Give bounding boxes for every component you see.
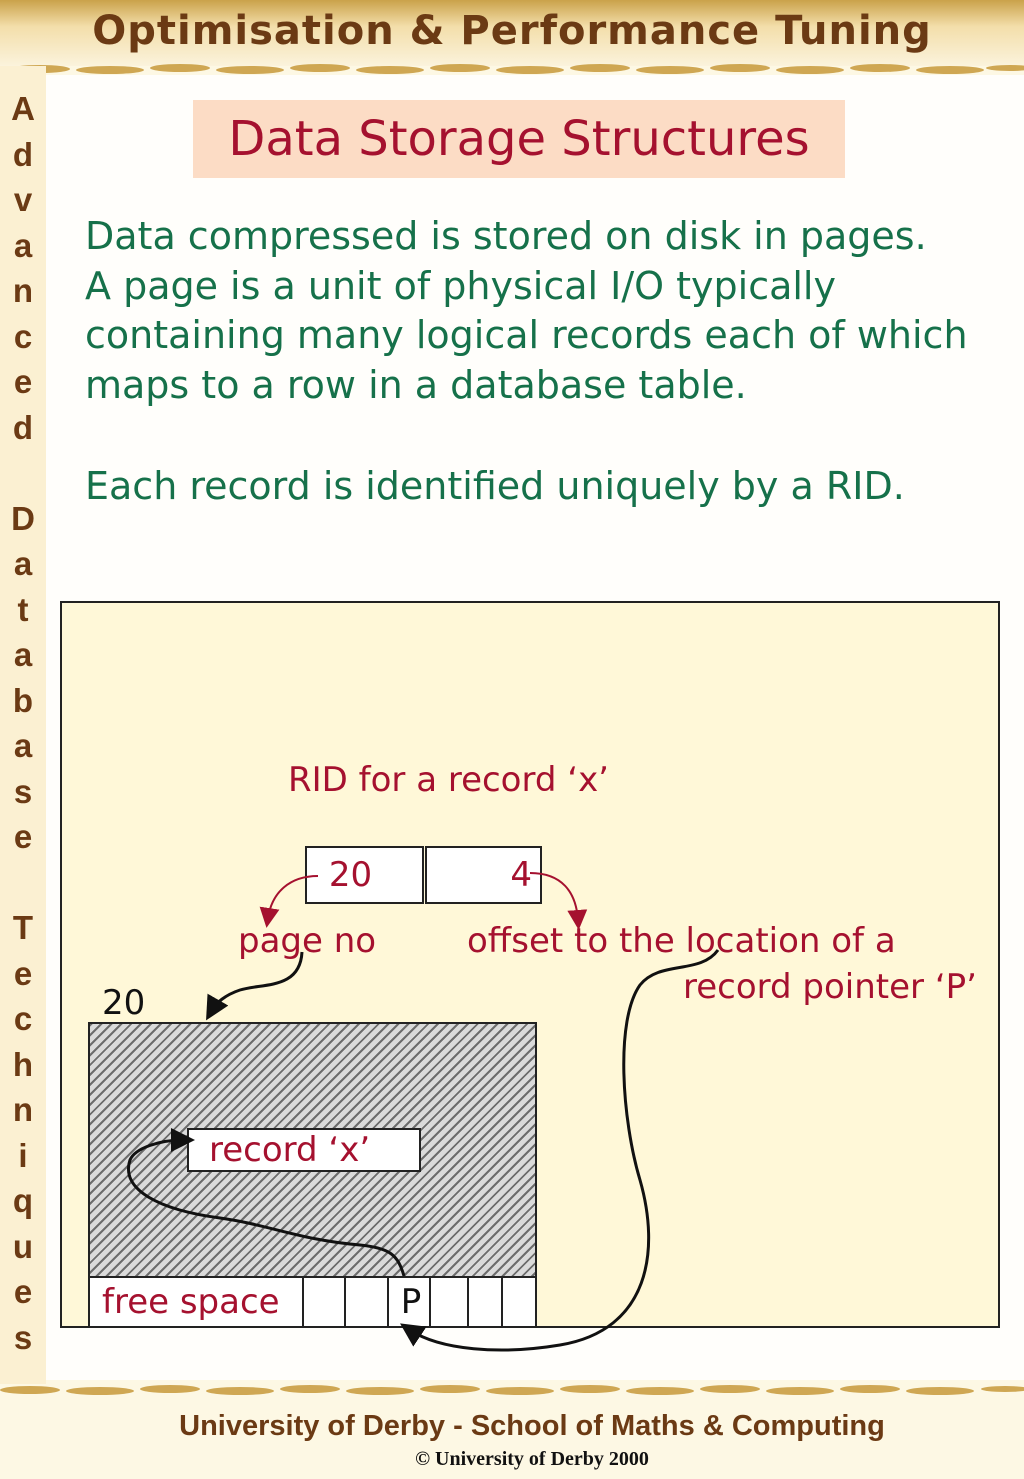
sidebar-letter: t [17,590,29,628]
sidebar-letter: h [12,1045,34,1083]
slide-title: Data Storage Structures [193,100,845,178]
paragraph-line-1: Data compressed is stored on disk in pag… [85,214,927,258]
sidebar-letter: a [13,636,33,673]
slot-divider [501,1278,503,1326]
sidebar-letter: v [13,181,33,218]
record-x-box: record ‘x’ [187,1128,421,1172]
page-no-curve-arrow [259,875,319,928]
pointer-p-label: P [400,1282,422,1322]
sidebar-letter: a [13,226,33,264]
sidebar-letter: s [13,772,33,810]
sidebar-letter: n [12,1091,34,1128]
paragraph-line-3: containing many logical records each of … [85,313,968,357]
sidebar-letter: e [13,954,33,992]
top-decorative-border [10,64,1024,74]
sidebar-letter: T [12,909,34,946]
sidebar-letter: q [12,1182,34,1219]
offset-label-line-2: record pointer ‘P’ [683,967,977,1007]
rid-offset-cell: 4 [425,846,542,904]
sidebar-letter: d [12,408,34,446]
offset-to-pointer-arrow [400,949,720,1352]
sidebar-letter: u [12,1227,34,1265]
sidebar-letter: e [13,363,33,400]
slot-divider [302,1278,304,1326]
paragraph-line-4: maps to a row in a database table. [85,363,747,407]
free-space-label: free space [102,1282,280,1322]
sidebar-letter: e [13,818,33,855]
pointer-to-record-arrow [127,1128,406,1277]
sidebar-letter: D [11,499,35,537]
offset-curve-arrow [529,872,588,930]
sidebar-letter: d [12,135,34,173]
sidebar-letter: A [11,90,35,127]
sidebar-letter: c [13,317,33,355]
footer-institution: University of Derby - School of Maths & … [179,1410,885,1442]
paragraph-line-2: A page is a unit of physical I/O typical… [85,264,836,308]
header-title: Optimisation & Performance Tuning [92,8,932,54]
footer-copyright: © University of Derby 2000 [415,1448,649,1470]
sidebar-letter: a [13,545,33,582]
slot-divider [429,1278,431,1326]
rid-page-cell: 20 [305,846,424,904]
slot-divider [387,1278,389,1326]
sidebar-letter: i [18,1136,28,1174]
sidebar-letter: b [12,681,34,719]
bottom-decorative-border [0,1385,1024,1395]
header-band: Optimisation & Performance Tuning [0,0,1024,66]
slot-divider [344,1278,346,1326]
sidebar-letter: a [13,727,33,764]
sidebar-letter: e [13,1273,33,1310]
page-no-pointer-arrow [206,951,304,1021]
offset-label-line-1: offset to the location of a [467,921,896,961]
slot-divider [467,1278,469,1326]
sidebar-letter: n [12,272,34,309]
page-footer-row: free space P [88,1276,537,1328]
page-number-label: 20 [102,983,146,1023]
sidebar-letter: s [13,1318,33,1356]
rid-caption: RID for a record ‘x’ [288,760,609,800]
rid-sentence: Each record is identified uniquely by a … [85,464,905,508]
sidebar-letter: c [13,1000,33,1037]
